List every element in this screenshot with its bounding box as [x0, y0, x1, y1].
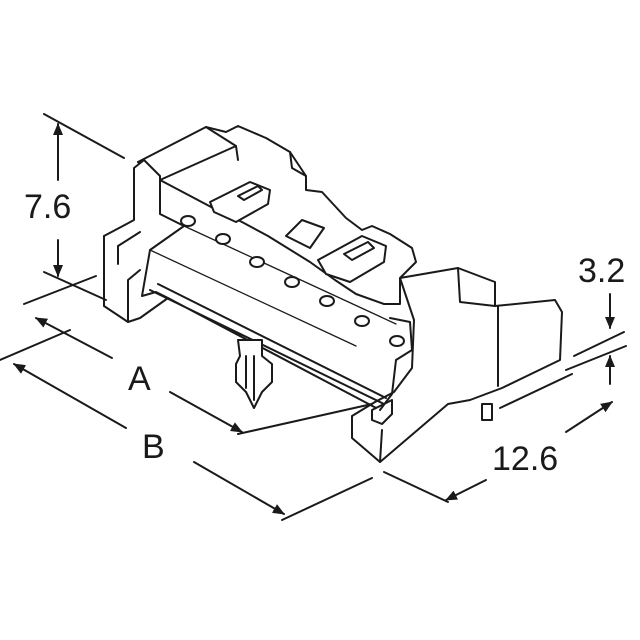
housing-rear-wall	[137, 125, 417, 305]
dimension-b: B	[0, 329, 373, 521]
pin-5	[319, 295, 335, 307]
extension-line	[237, 403, 373, 435]
pin-1	[180, 215, 196, 227]
dimension-pitch-label: 3.2	[578, 252, 625, 290]
dimension-arrow	[565, 401, 613, 433]
slot-right-inner	[343, 241, 375, 261]
extension-line	[565, 345, 627, 371]
front-end-post-detail	[379, 317, 413, 411]
dimension-depth: 12.6	[383, 373, 613, 503]
extension-line	[573, 331, 625, 357]
dimension-depth-label: 12.6	[492, 440, 558, 478]
slot-center	[285, 219, 325, 249]
dimension-height-label: 7.6	[24, 188, 71, 226]
pin-4	[284, 276, 300, 288]
extension-line	[0, 329, 71, 361]
dimension-arrow	[169, 391, 243, 433]
pin-7	[389, 335, 405, 347]
extension-line	[23, 275, 97, 305]
dimension-arrow	[35, 317, 113, 359]
extension-line	[499, 373, 573, 409]
front-end-post	[371, 399, 393, 425]
base-front-edge	[149, 283, 387, 411]
dimension-arrow	[193, 461, 285, 515]
extension-line	[43, 113, 125, 159]
pin-2	[215, 233, 231, 245]
dimension-a: A	[23, 275, 373, 435]
slot-left-inner	[237, 185, 263, 201]
housing-right-side	[351, 267, 563, 463]
pin-6	[354, 315, 370, 327]
left-wall-detail	[103, 231, 141, 323]
pin-3	[249, 256, 265, 268]
extension-line	[281, 477, 373, 521]
dimension-height: 7.6	[24, 113, 125, 301]
dimension-arrow	[445, 479, 487, 501]
pcb-pin	[481, 403, 493, 421]
housing-right-edge	[379, 267, 499, 463]
mounting-peg-detail	[245, 355, 255, 401]
extension-line	[383, 471, 449, 503]
dimension-b-label: B	[142, 428, 165, 466]
dimension-a-label: A	[128, 360, 151, 398]
dimension-pitch: 3.2	[565, 252, 627, 385]
dimension-arrow	[13, 363, 127, 429]
connector-body	[103, 125, 563, 463]
contact-pins	[180, 215, 405, 347]
